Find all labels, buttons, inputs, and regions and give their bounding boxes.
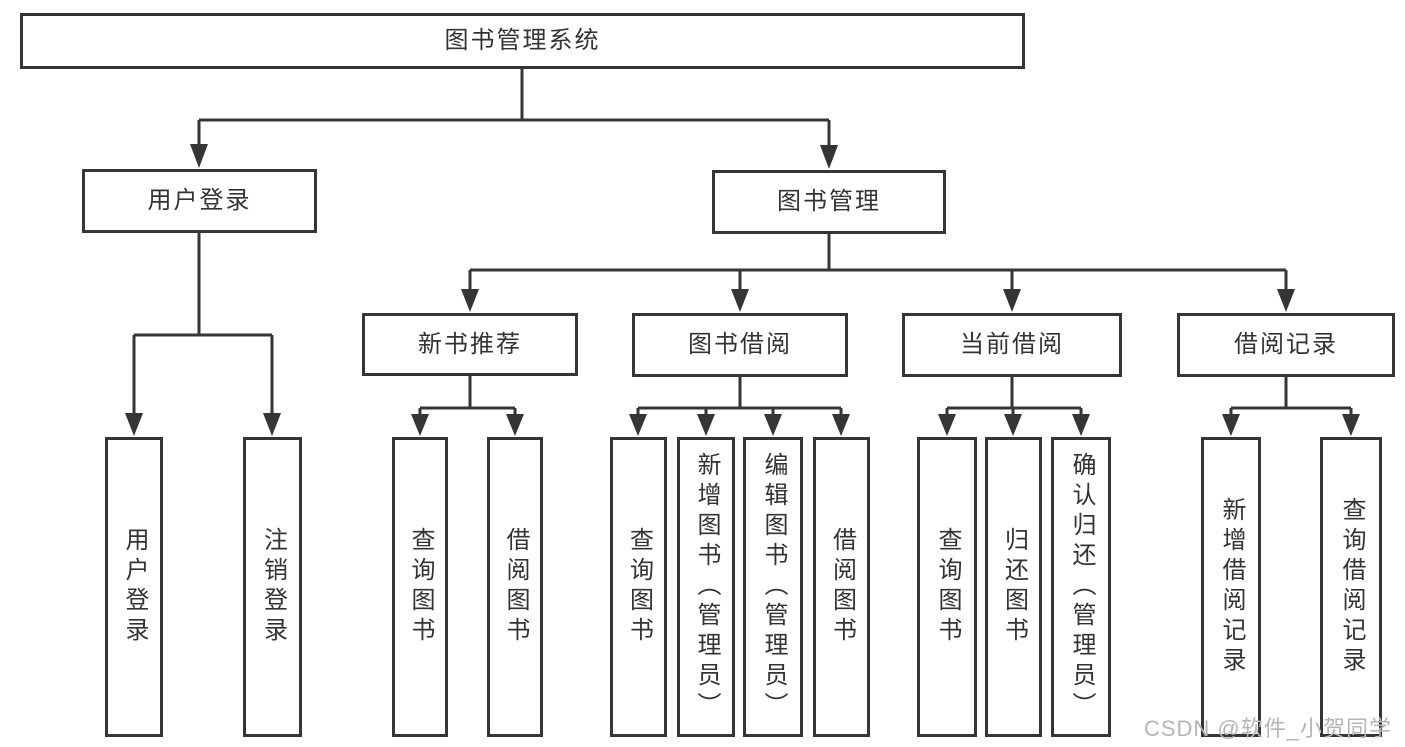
leaf-return-books: 归还图书	[985, 437, 1042, 737]
arrowheads-user-login	[125, 413, 281, 436]
leaf-confirm-return-admin: 确认归还（管理员）	[1051, 437, 1111, 737]
leaf-query-books-recommend: 查询图书	[392, 437, 448, 737]
leaf-query-books-current: 查询图书	[917, 437, 977, 737]
node-book-management: 图书管理	[712, 170, 946, 234]
node-current-borrowing: 当前借阅	[902, 313, 1122, 377]
leaf-add-borrow-record: 新增借阅记录	[1201, 437, 1261, 737]
leaf-query-books-borrowing: 查询图书	[610, 437, 667, 737]
leaf-borrow-books-recommend: 借阅图书	[487, 437, 543, 737]
leaf-logout-login: 注销登录	[243, 437, 302, 737]
leaf-query-borrow-record: 查询借阅记录	[1320, 437, 1382, 737]
csdn-watermark: CSDN @软件_小贺同学	[1143, 716, 1392, 741]
node-library-management-system: 图书管理系统	[20, 13, 1025, 69]
node-user-login: 用户登录	[82, 169, 317, 233]
connector-new-book-recommend	[418, 376, 517, 417]
connector-book-management	[468, 234, 1288, 293]
node-new-book-recommend: 新书推荐	[362, 313, 578, 376]
node-book-borrowing: 图书借阅	[632, 313, 848, 377]
leaf-add-books-admin: 新增图书（管理员）	[677, 437, 735, 737]
leaf-borrow-books-borrowing: 借阅图书	[813, 437, 870, 737]
connector-book-borrowing	[636, 377, 843, 417]
connector-borrowing-records	[1229, 377, 1353, 417]
connector-user-login	[132, 233, 274, 418]
connector-current-borrowing	[945, 377, 1083, 417]
leaf-user-login: 用户登录	[105, 437, 163, 737]
node-borrowing-records: 借阅记录	[1177, 313, 1395, 377]
arrowheads-level3	[461, 289, 1295, 312]
arrowheads-leaves	[411, 414, 1360, 436]
arrowheads-level2	[190, 144, 838, 169]
leaf-edit-books-admin: 编辑图书（管理员）	[743, 437, 803, 737]
connector-root-to-level2	[197, 69, 831, 150]
